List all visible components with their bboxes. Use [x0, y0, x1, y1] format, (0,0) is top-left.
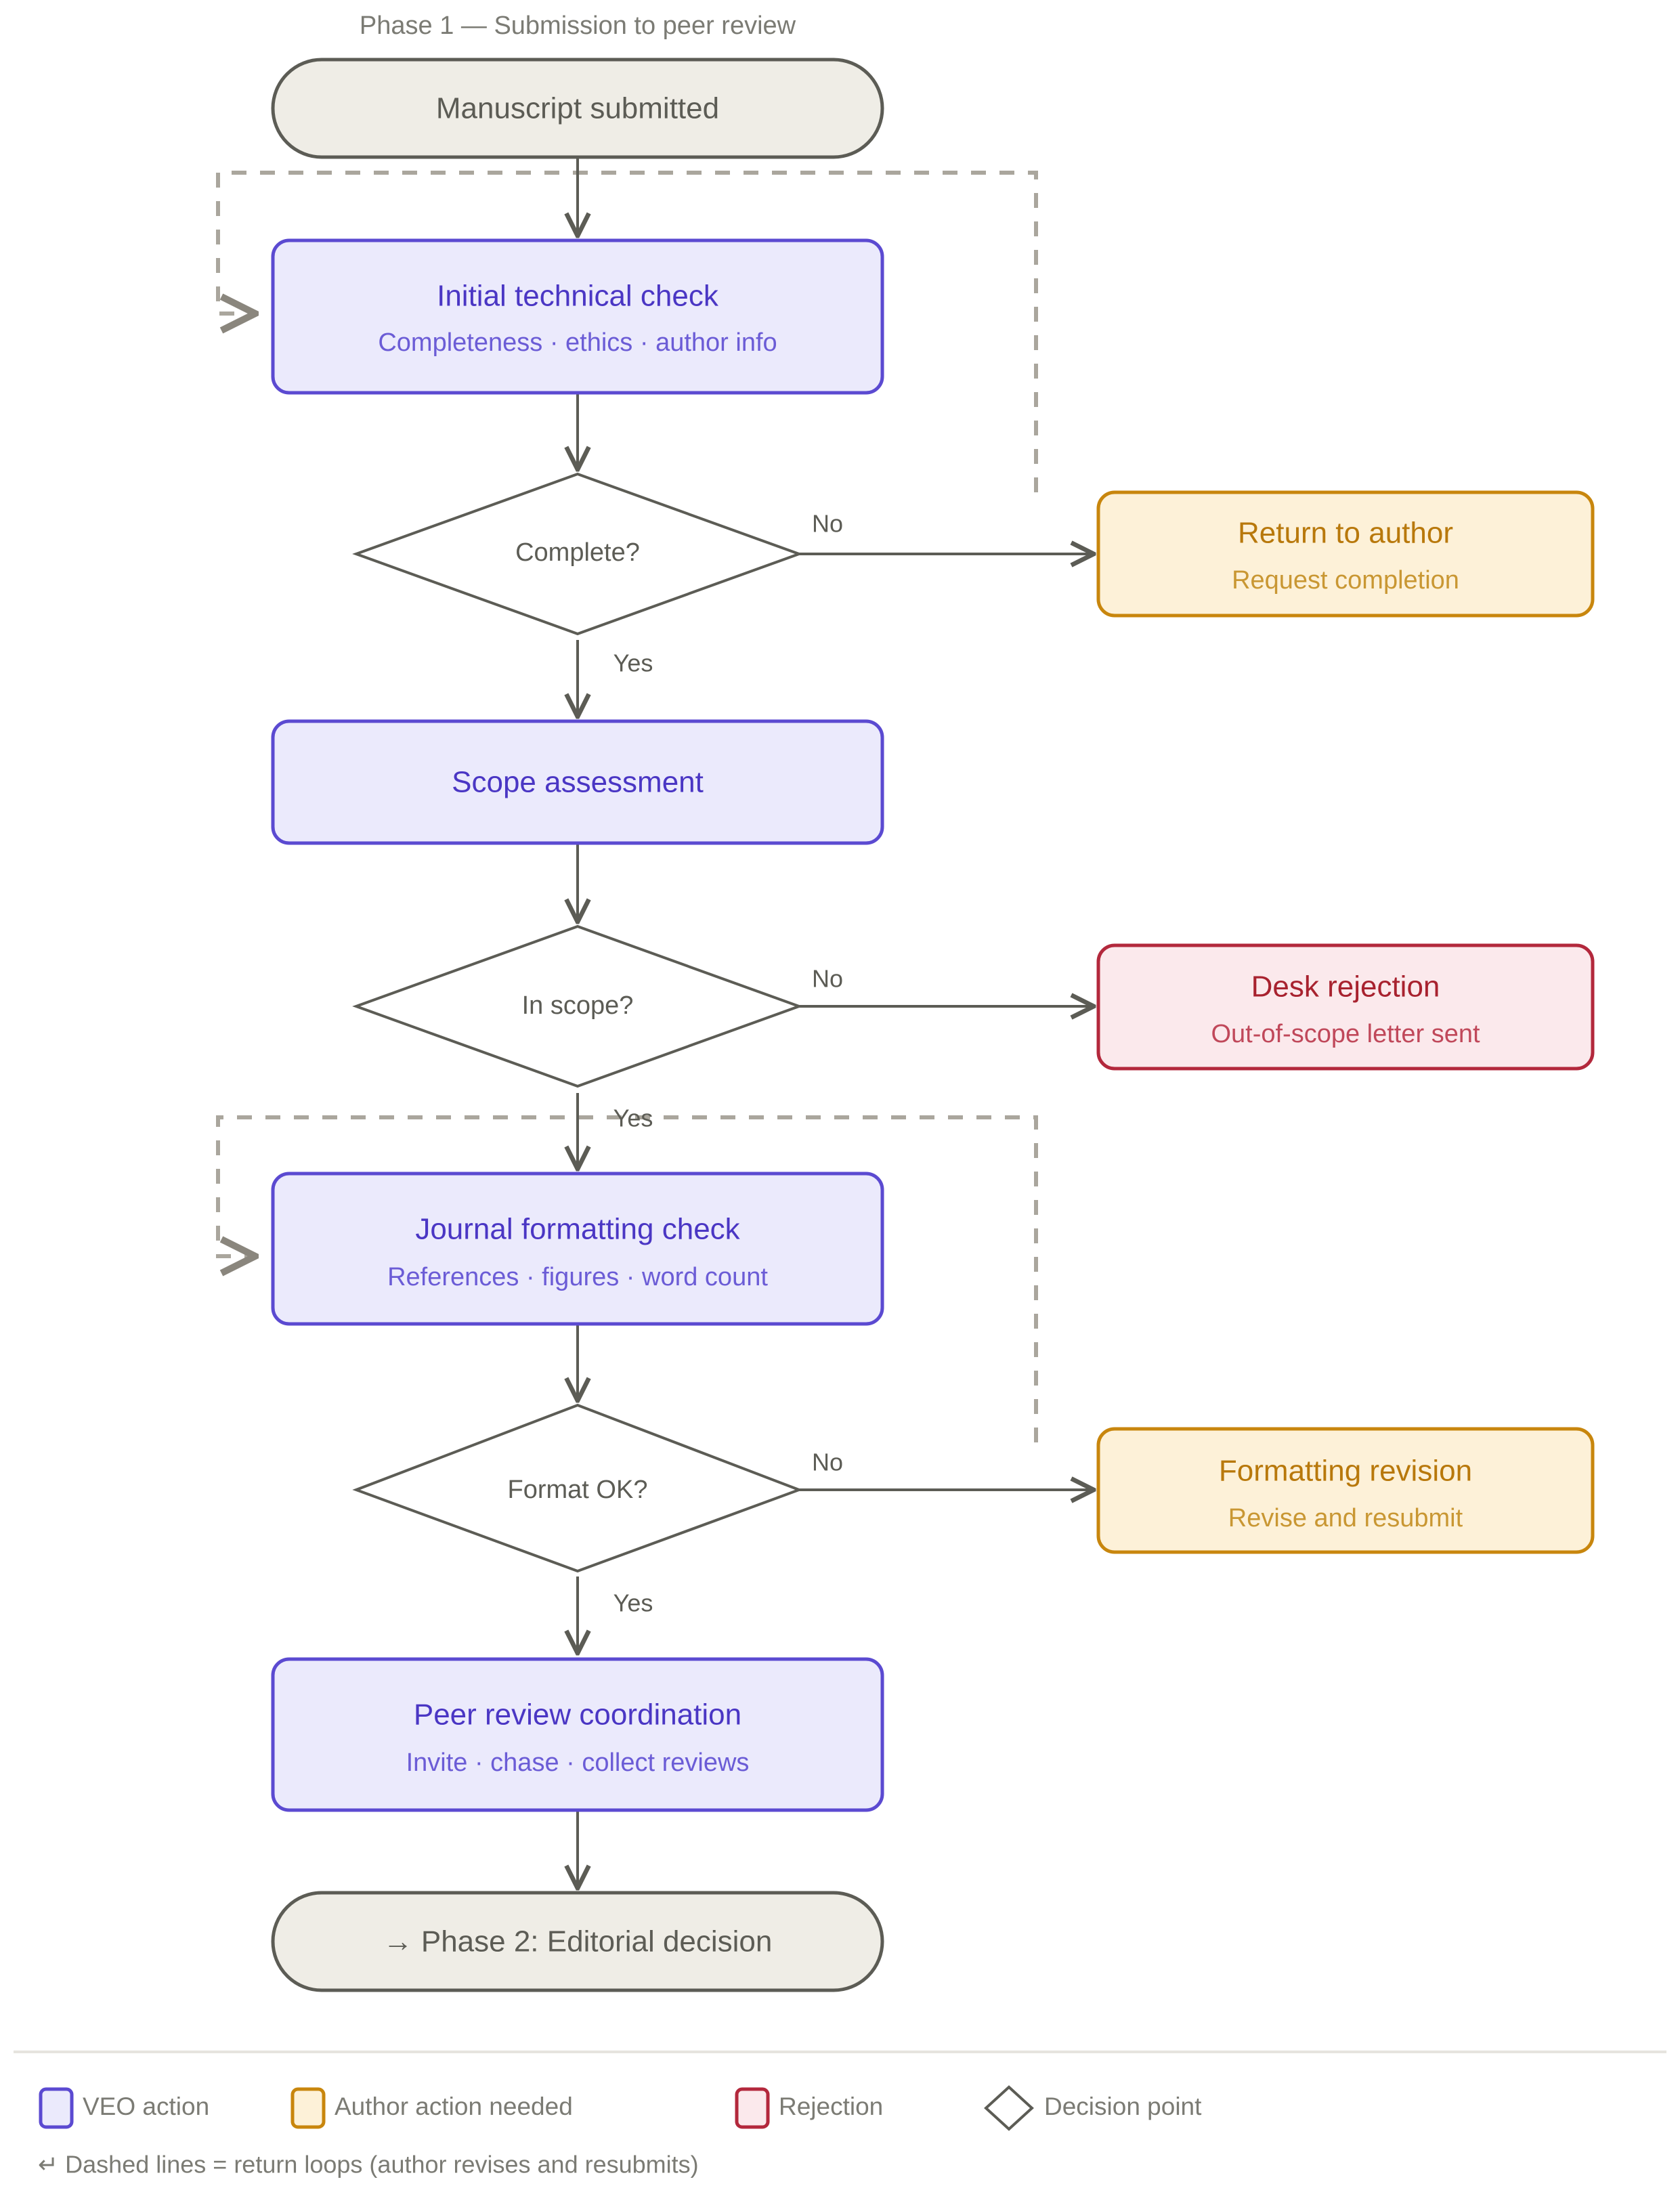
desk-rejection-title: Desk rejection	[1251, 970, 1440, 1004]
node-manuscript-submitted[interactable]: Manuscript submitted	[271, 58, 884, 159]
legend-swatch-veo-icon	[39, 2087, 74, 2129]
legend-label-rejection: Rejection	[779, 2093, 883, 2120]
legend-swatch-diamond-icon	[984, 2085, 1034, 2131]
initial-technical-check-title: Initial technical check	[437, 280, 719, 313]
decision-in-scope-label: In scope?	[522, 991, 634, 1020]
scope-assessment-shape	[271, 719, 884, 845]
peer-review-coordination-title: Peer review coordination	[414, 1698, 741, 1732]
scope-assessment-title: Scope assessment	[452, 766, 704, 799]
node-formatting-revision[interactable]: Formatting revision Revise and resubmit	[1096, 1427, 1595, 1554]
edge-label-in-scope-yes: Yes	[613, 1104, 653, 1132]
decision-format-ok-shape	[352, 1403, 803, 1573]
node-journal-formatting-check[interactable]: Journal formatting check References · fi…	[271, 1172, 884, 1326]
journal-formatting-check-shape	[271, 1172, 884, 1326]
initial-technical-check-subtitle: Completeness · ethics · author info	[378, 328, 777, 357]
journal-formatting-check-title: Journal formatting check	[415, 1213, 740, 1246]
legend-item-decision-point: Decision point	[984, 2085, 1202, 2131]
decision-complete-label: Complete?	[515, 538, 640, 567]
phase-2-shape	[271, 1891, 884, 1992]
return-to-author-shape	[1096, 490, 1595, 618]
node-return-to-author[interactable]: Return to author Request completion	[1096, 490, 1595, 618]
journal-formatting-check-subtitle: References · figures · word count	[387, 1263, 768, 1291]
node-phase-2-link[interactable]: → Phase 2: Editorial decision	[271, 1891, 884, 1992]
node-decision-format-ok[interactable]: Format OK?	[352, 1403, 803, 1573]
edge-label-in-scope-no: No	[812, 965, 843, 993]
legend-item-author-action: Author action needed	[290, 2087, 573, 2129]
peer-review-coordination-shape	[271, 1657, 884, 1812]
manuscript-submitted-label: Manuscript submitted	[436, 92, 719, 125]
legend-swatch-author-icon	[290, 2087, 326, 2129]
return-loop-technical-check	[216, 171, 1038, 492]
return-loop-formatting-check	[216, 1115, 1038, 1442]
node-initial-technical-check[interactable]: Initial technical check Completeness · e…	[271, 238, 884, 395]
decision-in-scope-shape	[352, 924, 803, 1088]
desk-rejection-shape	[1096, 943, 1595, 1071]
phase-label: Phase 1 — Submission to peer review	[360, 12, 796, 40]
node-decision-in-scope[interactable]: In scope?	[352, 924, 803, 1088]
legend-swatch-rejection-icon	[735, 2087, 770, 2129]
node-scope-assessment[interactable]: Scope assessment	[271, 719, 884, 845]
legend-item-rejection: Rejection	[735, 2087, 883, 2129]
node-decision-complete[interactable]: Complete?	[352, 472, 803, 636]
manuscript-submitted-shape	[271, 58, 884, 159]
return-to-author-subtitle: Request completion	[1232, 566, 1459, 595]
formatting-revision-subtitle: Revise and resubmit	[1228, 1504, 1463, 1532]
node-desk-rejection[interactable]: Desk rejection Out-of-scope letter sent	[1096, 943, 1595, 1071]
desk-rejection-subtitle: Out-of-scope letter sent	[1211, 1020, 1480, 1048]
legend: VEO action Author action needed Rejectio…	[38, 2085, 1202, 2179]
formatting-revision-shape	[1096, 1427, 1595, 1554]
edge-label-complete-no: No	[812, 510, 843, 538]
legend-item-veo-action: VEO action	[39, 2087, 209, 2129]
phase-2-label: → Phase 2: Editorial decision	[383, 1925, 773, 1958]
legend-label-decision: Decision point	[1044, 2093, 1202, 2120]
return-to-author-title: Return to author	[1238, 517, 1453, 550]
initial-technical-check-shape	[271, 238, 884, 395]
legend-label-veo: VEO action	[83, 2093, 209, 2120]
node-peer-review-coordination[interactable]: Peer review coordination Invite · chase …	[271, 1657, 884, 1812]
legend-note: ↵ Dashed lines = return loops (author re…	[38, 2151, 699, 2179]
formatting-revision-title: Formatting revision	[1219, 1455, 1472, 1488]
legend-label-author: Author action needed	[335, 2093, 573, 2120]
peer-review-coordination-subtitle: Invite · chase · collect reviews	[406, 1749, 750, 1777]
decision-complete-shape	[352, 472, 803, 636]
decision-format-ok-label: Format OK?	[508, 1476, 648, 1504]
edge-label-format-no: No	[812, 1449, 843, 1476]
edge-label-format-yes: Yes	[613, 1589, 653, 1617]
edge-label-complete-yes: Yes	[613, 649, 653, 677]
